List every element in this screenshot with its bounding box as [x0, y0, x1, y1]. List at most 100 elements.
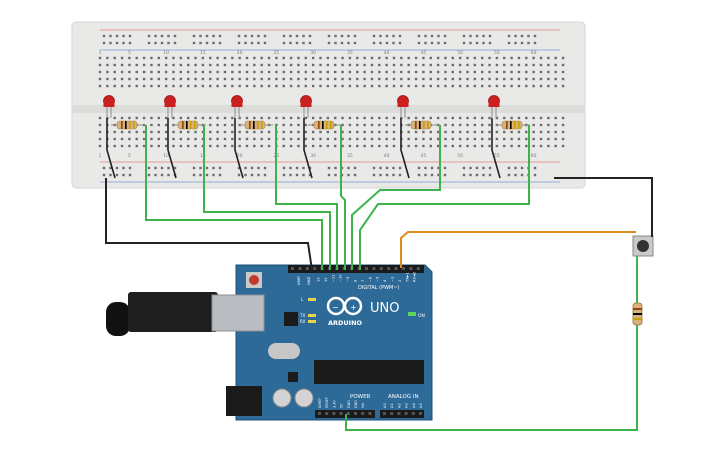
- usb-cable-plug-end: [106, 302, 130, 336]
- rail-hole: [199, 34, 202, 38]
- rail-hole: [533, 34, 537, 38]
- rail-hole: [218, 166, 222, 170]
- rail-hole: [295, 173, 299, 177]
- rail-hole: [147, 41, 151, 45]
- hole: [113, 130, 116, 134]
- rail-hole: [437, 34, 440, 38]
- hole: [547, 56, 550, 60]
- hole: [98, 144, 102, 148]
- power-pin[interactable]: [318, 412, 321, 415]
- hole: [98, 63, 102, 67]
- hole: [539, 56, 543, 60]
- power-pin[interactable]: [332, 412, 336, 415]
- column-number-top: 5: [128, 50, 131, 56]
- hole: [282, 137, 285, 141]
- hole: [341, 56, 344, 60]
- hole: [378, 116, 381, 120]
- digital-pin[interactable]: [409, 267, 413, 270]
- model-label: UNO: [370, 301, 399, 316]
- analog-pin[interactable]: [419, 412, 422, 415]
- hole: [422, 77, 425, 81]
- digital-pin[interactable]: [402, 267, 405, 270]
- hole: [503, 144, 506, 148]
- rail-hole: [347, 41, 350, 45]
- digital-pin[interactable]: [305, 267, 309, 270]
- power-pin[interactable]: [361, 412, 365, 415]
- rail-hole: [289, 34, 292, 38]
- pushbutton[interactable]: [632, 235, 654, 257]
- hole: [172, 144, 175, 148]
- wire-gnd-black: [105, 178, 313, 271]
- hole: [473, 144, 477, 148]
- hole: [473, 137, 477, 141]
- hole: [157, 56, 160, 60]
- hole: [334, 144, 337, 148]
- column-number-bottom: 60: [531, 153, 537, 159]
- rail-hole: [514, 41, 517, 45]
- hole: [510, 77, 513, 81]
- digital-pin[interactable]: [416, 267, 420, 270]
- analog-pin[interactable]: [390, 412, 394, 415]
- power-pin[interactable]: [339, 412, 343, 415]
- hole: [194, 77, 197, 81]
- hole: [311, 130, 315, 134]
- hole: [348, 70, 352, 74]
- analog-pin-label: A2: [397, 403, 401, 408]
- hole: [311, 56, 315, 60]
- digital-pin-label: 8: [354, 279, 358, 282]
- hole: [532, 77, 535, 81]
- reset-button-cap[interactable]: [249, 275, 259, 285]
- hole: [481, 84, 484, 88]
- rail-hole: [398, 166, 402, 170]
- digital-pin[interactable]: [313, 267, 317, 270]
- hole: [275, 77, 278, 81]
- rail-hole: [308, 41, 312, 45]
- hole: [503, 116, 506, 120]
- hole: [392, 77, 396, 81]
- hole: [172, 84, 175, 88]
- rail-hole: [347, 34, 350, 38]
- digital-pin[interactable]: [394, 267, 398, 270]
- hole: [378, 137, 381, 141]
- hole: [297, 116, 300, 120]
- on-label: ON: [418, 313, 425, 319]
- hole: [150, 84, 153, 88]
- hole: [466, 84, 469, 88]
- rail-hole: [263, 173, 267, 177]
- analog-pin[interactable]: [404, 412, 408, 415]
- digital-pin[interactable]: [379, 267, 383, 270]
- digital-pin[interactable]: [291, 267, 294, 270]
- digital-pin[interactable]: [298, 267, 302, 270]
- digital-pin[interactable]: [365, 267, 368, 270]
- power-pin[interactable]: [325, 412, 329, 415]
- power-pin[interactable]: [368, 412, 372, 415]
- rail-hole: [424, 34, 427, 38]
- digital-pin[interactable]: [387, 267, 391, 270]
- hole: [436, 144, 440, 148]
- rail-hole: [147, 166, 151, 170]
- hole: [378, 63, 381, 67]
- digital-pin[interactable]: [372, 267, 376, 270]
- rail-hole: [147, 173, 151, 177]
- pushbutton-cap[interactable]: [637, 240, 649, 252]
- hole: [304, 137, 307, 141]
- hole: [245, 63, 249, 67]
- hole: [473, 84, 477, 88]
- power-pin[interactable]: [354, 412, 357, 415]
- analog-pin[interactable]: [397, 412, 401, 415]
- analog-pin[interactable]: [383, 412, 386, 415]
- hole: [120, 77, 124, 81]
- hole: [444, 116, 447, 120]
- power-pin[interactable]: [346, 412, 350, 415]
- column-number-bottom: 1: [99, 153, 102, 159]
- hole: [216, 70, 219, 74]
- hole: [407, 130, 410, 134]
- rail-hole: [430, 41, 434, 45]
- rail-hole: [372, 41, 376, 45]
- hole: [385, 84, 388, 88]
- digital-label: DIGITAL (PWM~): [358, 285, 400, 291]
- hole: [436, 63, 440, 67]
- hole: [98, 116, 102, 120]
- hole: [400, 70, 403, 74]
- analog-pin[interactable]: [411, 412, 415, 415]
